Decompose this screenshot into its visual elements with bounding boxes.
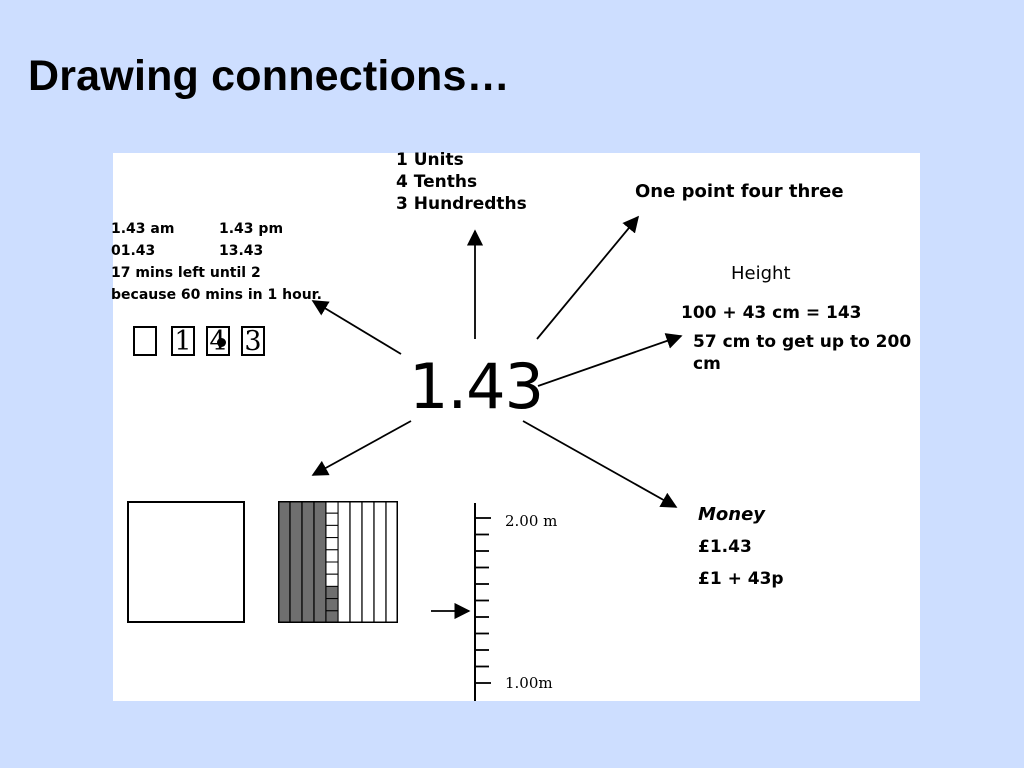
tenth-strip (361, 501, 375, 623)
hundredth-cell (325, 501, 339, 514)
center-number: 1.43 (409, 350, 544, 423)
metre-ruler (474, 503, 491, 701)
time-am: 1.43 am (111, 221, 175, 237)
arrow-down-right (522, 420, 678, 508)
decimal-point (217, 338, 226, 347)
money-text: Money £1.43 £1 + 43p (698, 499, 784, 595)
tenth-strip (385, 501, 398, 623)
height-line-2: 57 cm to get up to 200 cm (693, 332, 912, 374)
time-24h-am: 01.43 (111, 243, 156, 259)
time-24h-pm: 13.43 (219, 243, 264, 259)
hundredth-cell (325, 598, 339, 612)
arrow-down-left (311, 420, 412, 476)
tenth-strip (373, 501, 387, 623)
slide-title: Drawing connections… (28, 52, 510, 100)
tenths-hundredths-square (278, 501, 398, 623)
whole-unit-square (127, 501, 245, 623)
hundredth-cell (325, 610, 339, 623)
money-line-2: £1 + 43p (698, 569, 784, 589)
time-pm: 1.43 pm (219, 221, 284, 237)
tenths-square-border (278, 501, 398, 623)
digit-box-blank (133, 326, 157, 356)
ruler-top-label: 2.00 m (505, 512, 557, 530)
tenth-strip (301, 501, 315, 623)
arrow-up-right (536, 215, 640, 340)
hundredth-cell (325, 561, 339, 575)
money-title: Money (698, 504, 766, 525)
hundredth-cell (325, 524, 339, 539)
ruler-bottom-label: 1.00m (505, 674, 553, 692)
hundredth-cell (325, 512, 339, 526)
tenth-strip (313, 501, 327, 623)
time-minutes-left: 17 mins left until 2 (111, 265, 261, 281)
hundredth-cell (325, 573, 339, 587)
place-value-units: 1 Units (396, 150, 464, 170)
connections-diagram: 2.00 m 1.00m 1 Units 4 Tenths 3 Hundredt… (111, 150, 920, 701)
hundredth-cell (325, 549, 339, 563)
arrow-right (537, 333, 683, 387)
place-value-text: 1 Units 4 Tenths 3 Hundredths (396, 149, 527, 215)
height-title: Height (731, 263, 791, 284)
digit-box-units: 1 (171, 326, 195, 356)
digit-box-tenths: 4 (206, 326, 230, 356)
tenth-strip (289, 501, 303, 623)
digit-box-hundredths: 3 (241, 326, 265, 356)
arrow-up-left (311, 300, 402, 355)
place-value-tenths: 4 Tenths (396, 172, 478, 192)
time-reason: because 60 mins in 1 hour. (111, 287, 322, 303)
hundredth-cell (325, 585, 339, 600)
money-line-1: £1.43 (698, 537, 752, 557)
hundredth-cell (325, 537, 339, 551)
tenth-strip (349, 501, 363, 623)
tenth-strip (337, 501, 351, 623)
height-line-1: 100 + 43 cm = 143 (681, 303, 862, 323)
words-text: One point four three (635, 181, 844, 202)
place-value-hundredths: 3 Hundredths (396, 194, 527, 214)
diagram-arrows: 2.00 m 1.00m (311, 215, 683, 701)
tenth-strip (278, 501, 291, 623)
time-text: 1.43 am 1.43 pm 01.43 13.43 17 mins left u… (111, 218, 322, 306)
